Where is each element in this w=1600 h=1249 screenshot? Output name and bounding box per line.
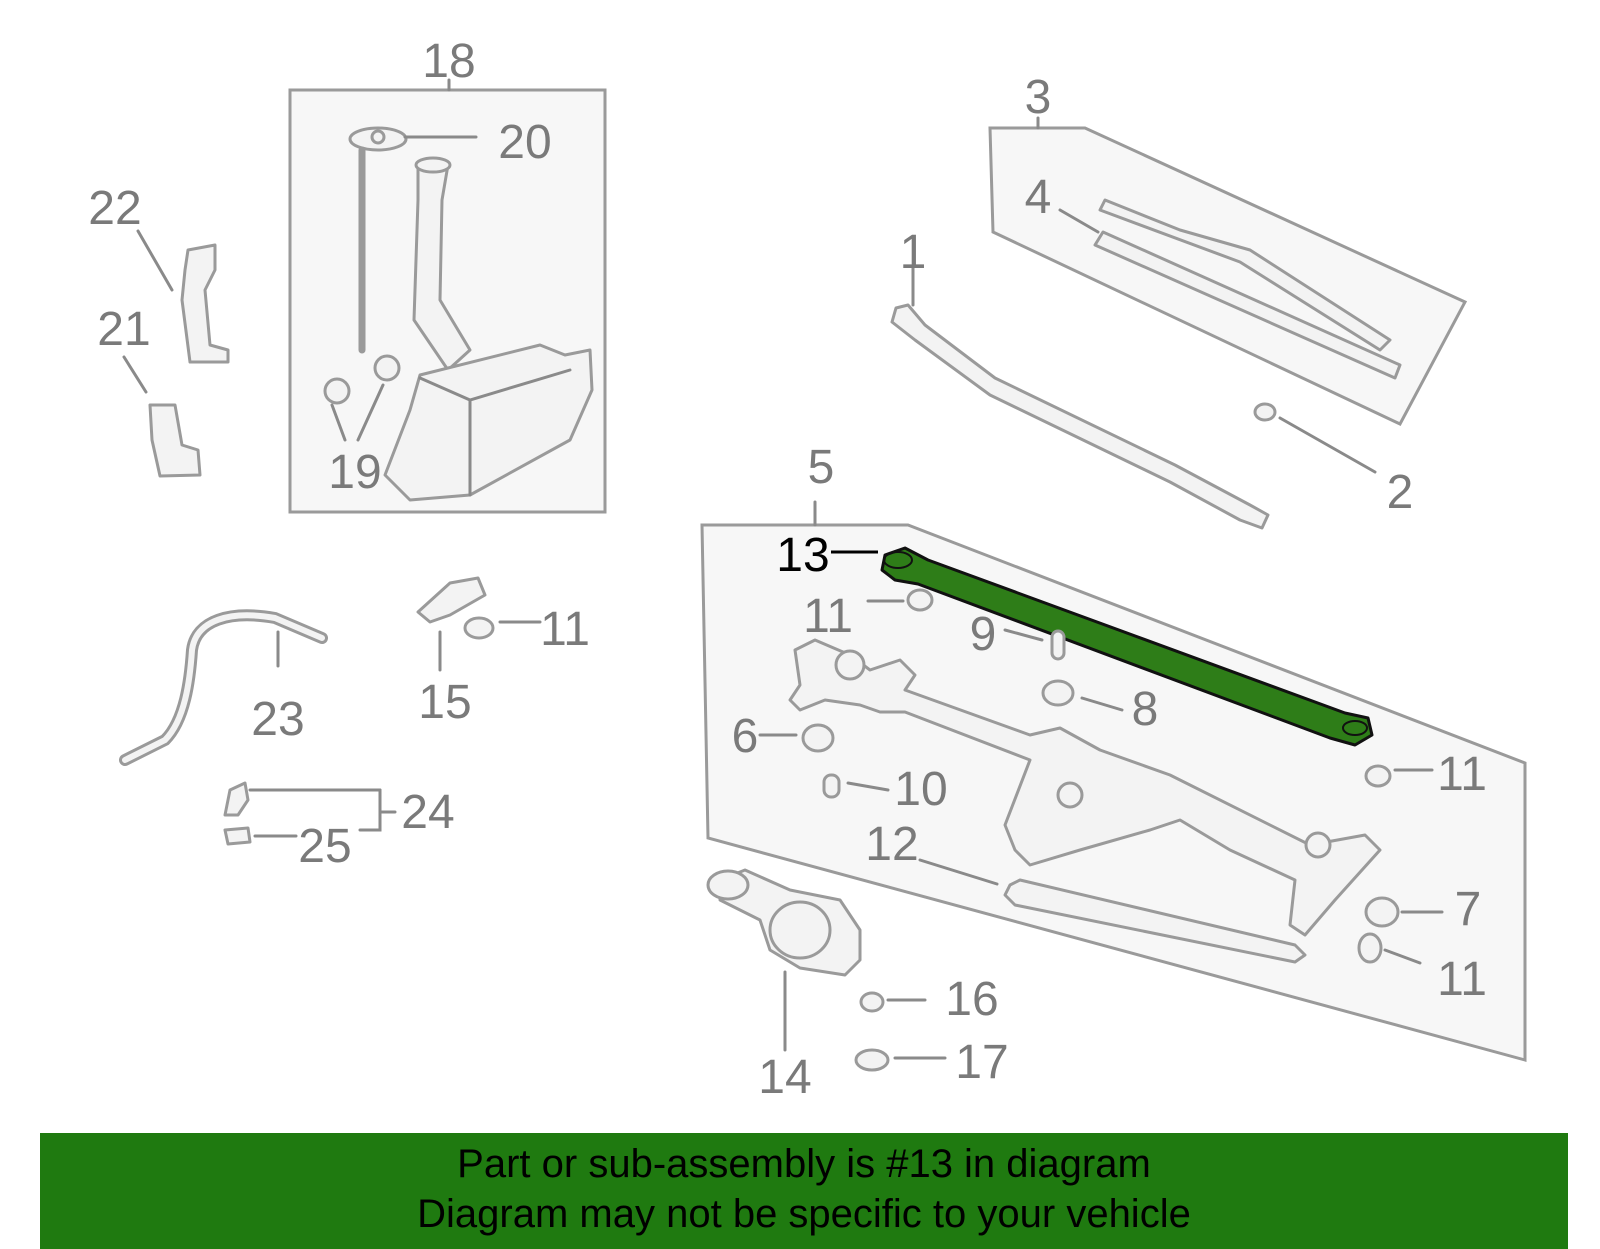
hardware-right (1357, 896, 1444, 965)
nut-part-2 (1253, 402, 1377, 474)
info-banner: Part or sub-assembly is #13 in diagram D… (40, 1133, 1568, 1249)
callout-11-bottom: 11 (1437, 953, 1487, 1006)
callout-9: 9 (970, 608, 997, 661)
grommet-part (323, 377, 351, 405)
nut-part (906, 588, 934, 612)
callout-6: 6 (732, 710, 759, 763)
callout-24: 24 (401, 786, 454, 839)
linkage-frame-part (788, 638, 1382, 937)
callout-20: 20 (498, 116, 551, 169)
callout-19: 19 (328, 446, 381, 499)
wiper-motor-part (706, 868, 862, 1052)
callout-3: 3 (1025, 71, 1052, 124)
highlighted-link-rod-13 (880, 546, 1374, 747)
banner-line-disclaimer: Diagram may not be specific to your vehi… (417, 1192, 1191, 1236)
bushing-part (1050, 629, 1066, 661)
callout-7: 7 (1455, 883, 1482, 936)
callout-2: 2 (1387, 466, 1414, 519)
callout-11-right: 11 (1437, 748, 1487, 801)
group-box-3 (988, 126, 1468, 426)
callout-14: 14 (758, 1051, 811, 1104)
clip-part (223, 781, 250, 817)
wiper-arm-part (890, 266, 1270, 530)
nut-part (463, 616, 495, 640)
nut-part (1357, 932, 1383, 964)
grommet-part (801, 723, 835, 753)
nut-part (859, 991, 885, 1013)
grommet-part (373, 354, 401, 382)
washer-part (854, 1048, 890, 1072)
washer-pump-part (180, 243, 230, 364)
wiper-linkage-group (700, 500, 1527, 1062)
clip-parts-24-25 (223, 781, 397, 846)
callout-15: 15 (418, 676, 471, 729)
hardware-bottom (854, 991, 947, 1072)
callout-1: 1 (900, 226, 927, 279)
callout-11-left: 11 (540, 603, 590, 656)
washer-reservoir-group (288, 78, 607, 514)
grommet-part (1041, 679, 1075, 707)
callout-22: 22 (88, 182, 141, 235)
bushing-part (822, 773, 841, 799)
callout-18: 18 (422, 35, 475, 88)
washer-pump-parts (122, 229, 230, 478)
callout-13: 13 (776, 529, 829, 582)
wiper-blade-group (988, 116, 1468, 426)
callout-25: 25 (298, 820, 351, 873)
bracket-part (416, 576, 487, 624)
callout-17: 17 (955, 1036, 1008, 1089)
callout-4: 4 (1025, 171, 1052, 224)
washer-hose-part (119, 609, 328, 766)
callout-11-top: 11 (803, 590, 853, 643)
clip-part (223, 826, 252, 846)
callout-10: 10 (894, 763, 947, 816)
grommet-part (1364, 896, 1400, 928)
callout-21: 21 (97, 303, 150, 356)
callout-5: 5 (808, 441, 835, 494)
washer-motor-part (148, 403, 202, 478)
filler-neck-part (412, 163, 472, 372)
callout-16: 16 (945, 973, 998, 1026)
callout-8: 8 (1132, 683, 1159, 736)
callout-12: 12 (865, 818, 918, 871)
wiper-blade-part (1093, 230, 1402, 380)
callout-23: 23 (251, 693, 304, 746)
nut-part (1364, 764, 1392, 788)
banner-line-part-number: Part or sub-assembly is #13 in diagram (457, 1142, 1151, 1186)
bracket-parts-15 (416, 576, 542, 672)
link-rod-part (1003, 878, 1307, 964)
